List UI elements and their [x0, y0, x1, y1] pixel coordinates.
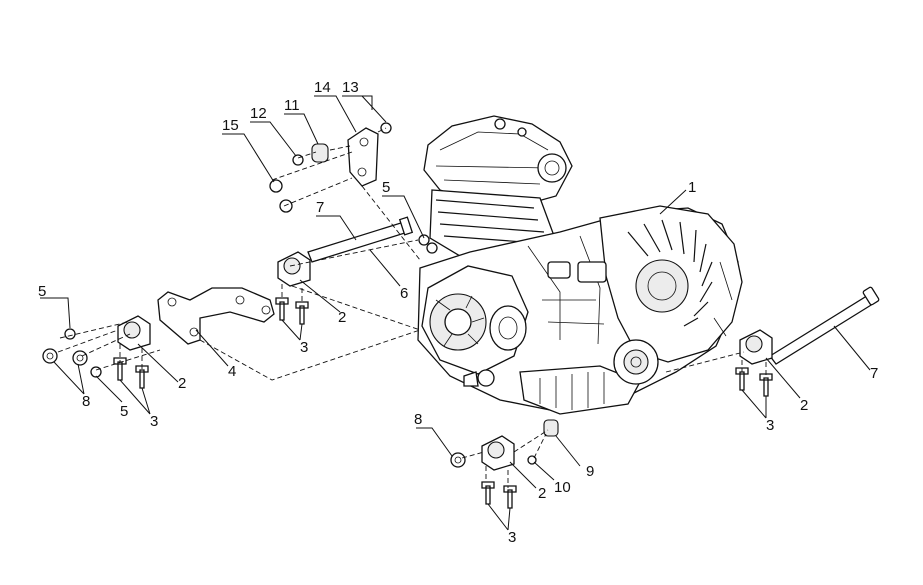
mount-bracket: [157, 287, 275, 345]
callout-5: 5: [382, 179, 390, 196]
callout-6: 6: [400, 285, 408, 302]
callout-7: 7: [316, 199, 324, 216]
callout-10: 10: [554, 479, 571, 496]
callout-2: 2: [178, 375, 186, 392]
through-bolt-upper: [307, 216, 414, 263]
callout-8: 8: [82, 393, 90, 410]
mount-bushing-lower: [481, 435, 515, 471]
engine-assembly: [417, 115, 743, 415]
engine-hanger-plate: [347, 127, 379, 187]
mount-bushing-left: [117, 315, 151, 351]
callout-8: 8: [414, 411, 422, 428]
callout-leaders: [40, 95, 871, 531]
rubber-damper-11: [311, 143, 329, 163]
callout-15: 15: [222, 117, 239, 134]
callout-11: 11: [284, 97, 300, 114]
mount-bushing-right: [739, 329, 773, 365]
callout-9: 9: [586, 463, 594, 480]
callout-2: 2: [538, 485, 546, 502]
callout-3: 3: [300, 339, 308, 356]
callout-12: 12: [250, 105, 267, 122]
callout-3: 3: [150, 413, 158, 430]
assembly-guide-lines: [57, 127, 767, 488]
callout-4: 4: [228, 363, 236, 380]
mount-bushing-upper: [277, 251, 311, 287]
callout-14: 14: [314, 79, 331, 96]
through-bolt-right: [769, 286, 880, 365]
callout-3: 3: [508, 529, 516, 546]
callout-2: 2: [338, 309, 346, 326]
callout-5: 5: [38, 283, 46, 300]
callout-labels: 1 2 2 2 2 3 3 3 3 4 5 5 5 6 7 7 8 8 9 10…: [38, 79, 878, 546]
callout-1: 1: [688, 179, 696, 196]
callout-7: 7: [870, 365, 878, 382]
callout-2: 2: [800, 397, 808, 414]
callout-3: 3: [766, 417, 774, 434]
callout-5: 5: [120, 403, 128, 420]
callout-13: 13: [342, 79, 359, 96]
bolts-and-nuts: [42, 122, 773, 509]
